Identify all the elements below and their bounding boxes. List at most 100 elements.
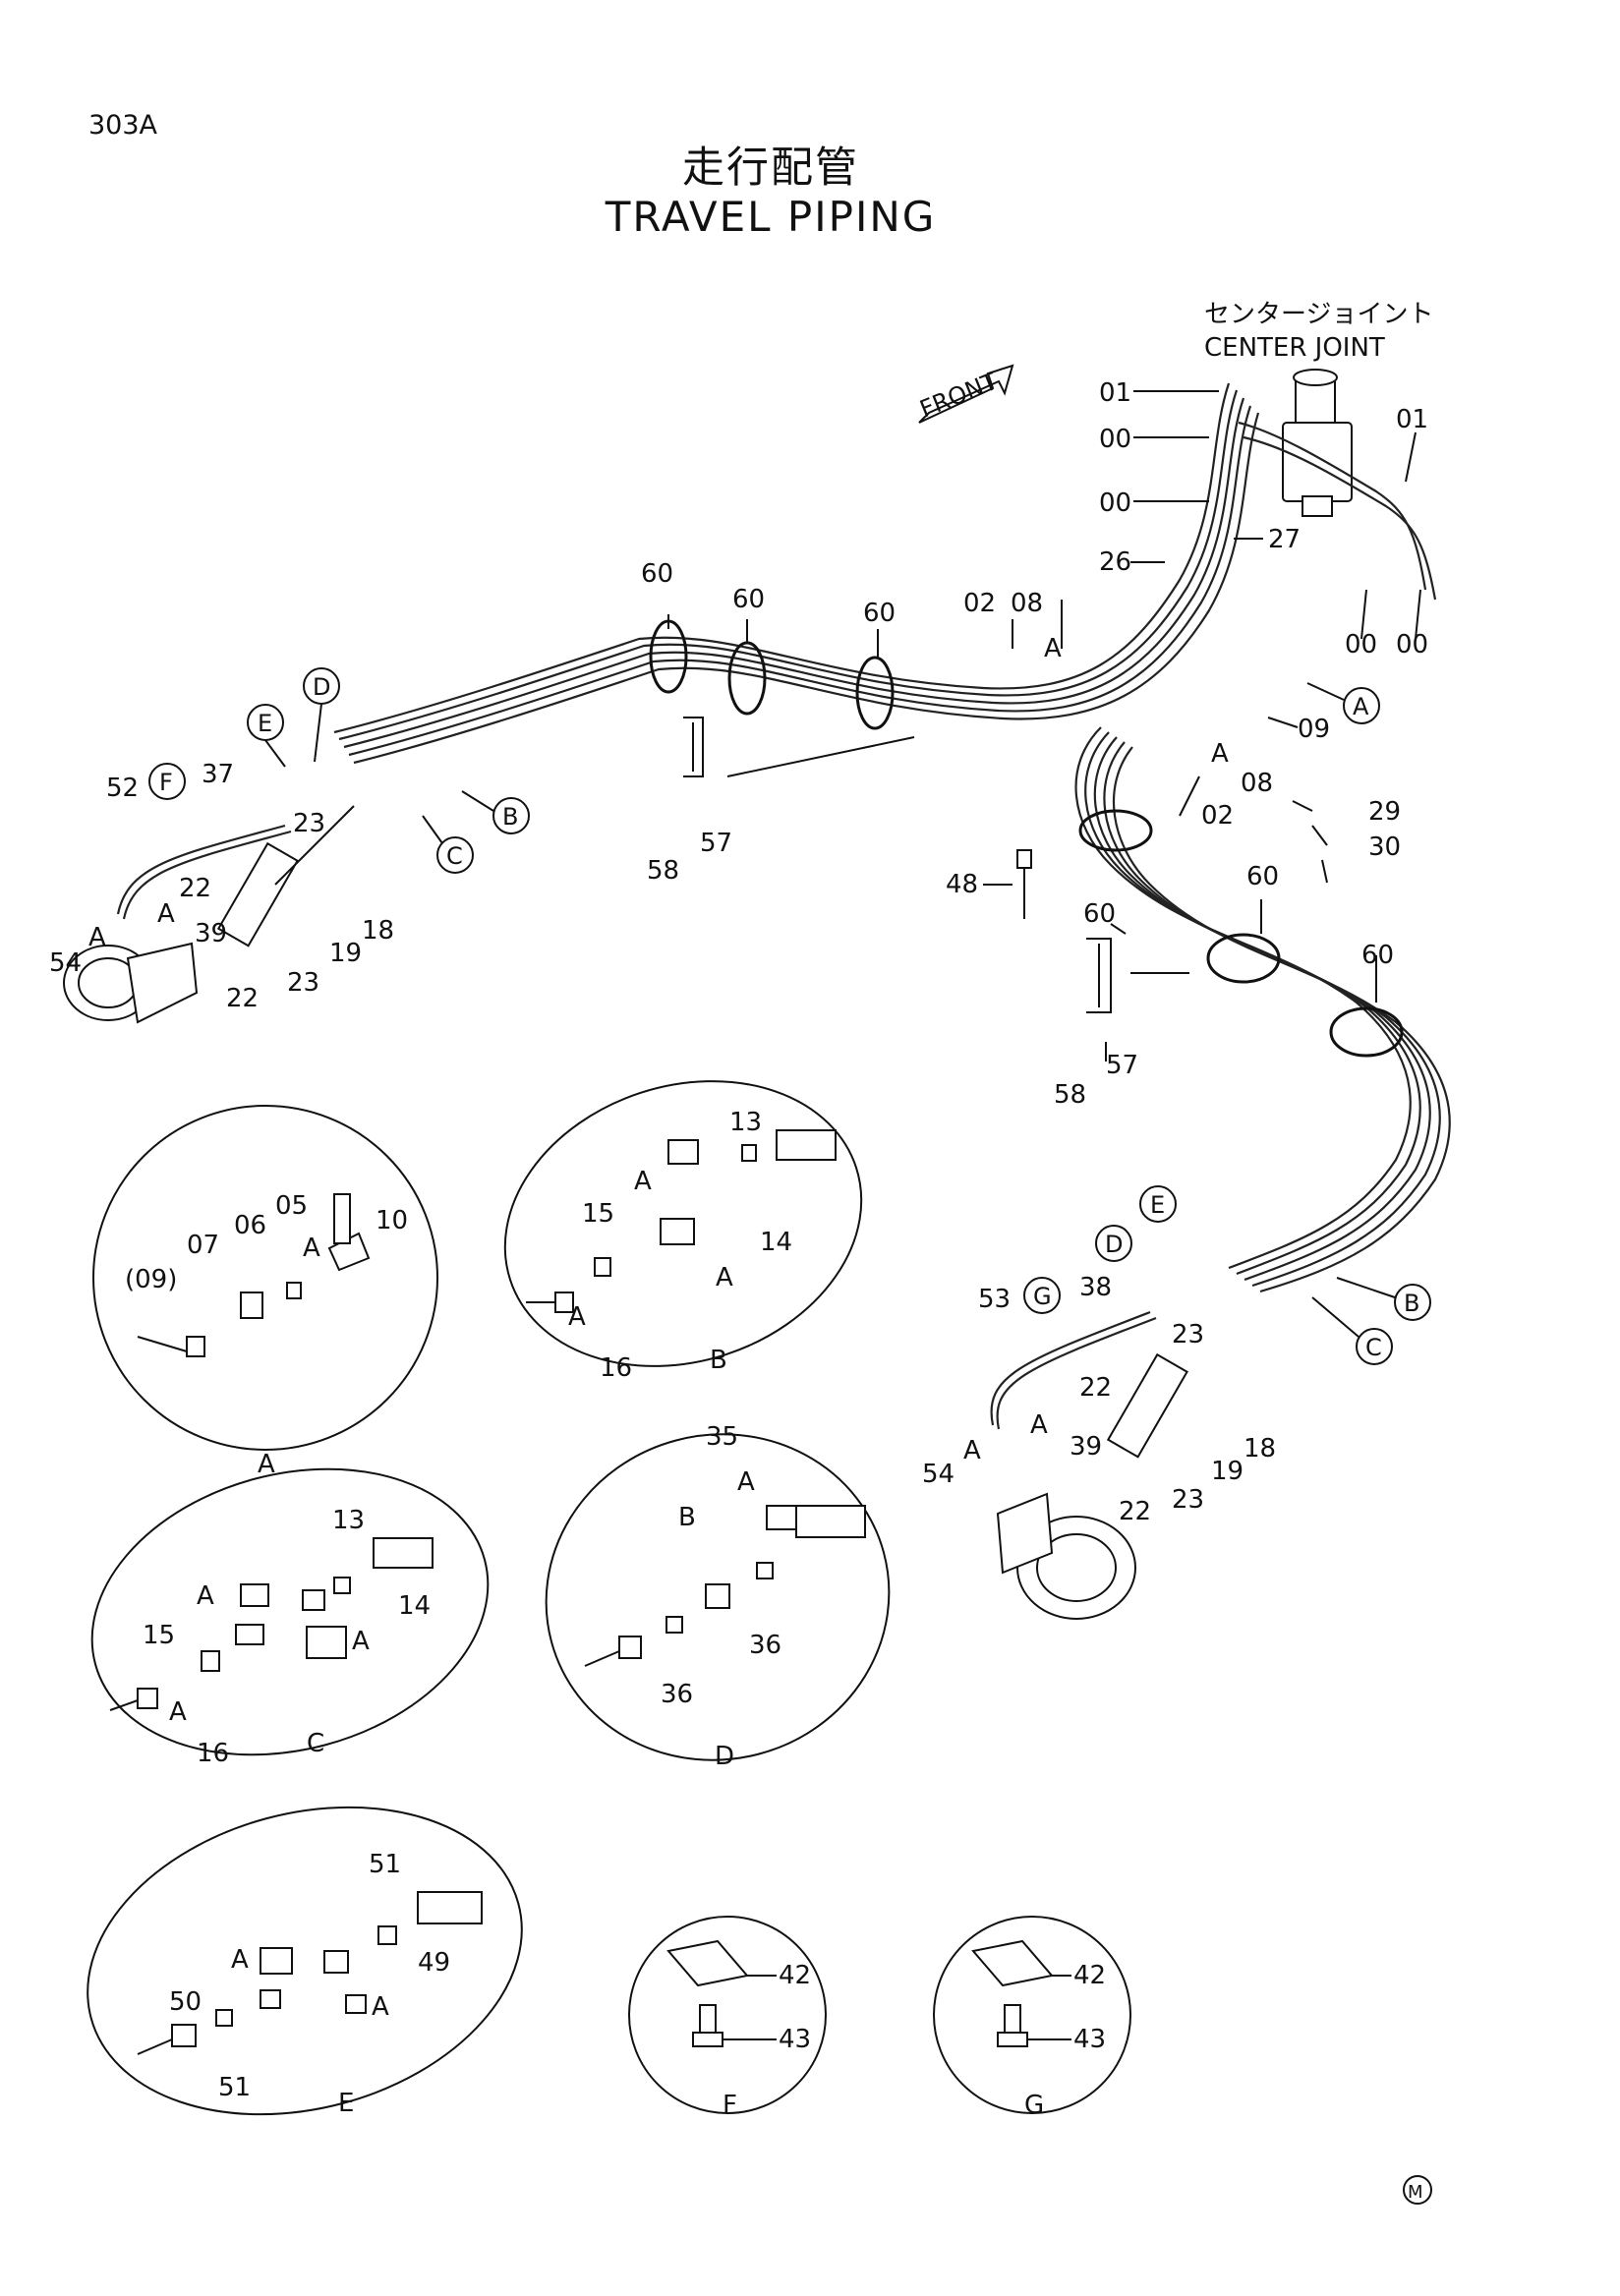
label-22-d: 22 <box>1119 1497 1151 1526</box>
detail-E-51-a: 51 <box>369 1850 401 1879</box>
callout-left-D: D <box>313 673 330 701</box>
detail-D-36-a: 36 <box>749 1631 781 1660</box>
detail-B-A3: A <box>568 1302 586 1332</box>
detail-A-05: 05 <box>275 1191 308 1221</box>
detail-D-A: A <box>737 1467 755 1497</box>
label-60-e: 60 <box>1246 862 1279 891</box>
label-19-a: 19 <box>329 939 362 968</box>
detail-A-06: 06 <box>234 1211 266 1240</box>
detail-A-09: (09) <box>125 1265 177 1294</box>
label-52: 52 <box>106 774 139 803</box>
corner-mark: M <box>1403 2175 1432 2205</box>
title-japanese: 走行配管 <box>682 144 859 193</box>
detail-A-name: A <box>258 1450 275 1479</box>
center-joint-jp: センタージョイント <box>1204 300 1433 329</box>
center-joint <box>1282 369 1353 517</box>
label-54-b: 54 <box>922 1460 955 1489</box>
detail-E-A2: A <box>372 1992 389 2022</box>
label-09: 09 <box>1298 715 1330 744</box>
label-02-b: 02 <box>1201 801 1234 831</box>
label-39-b: 39 <box>1070 1432 1102 1462</box>
detail-C-A2: A <box>352 1627 370 1656</box>
label-22-c: 22 <box>1079 1373 1112 1403</box>
detail-E-50: 50 <box>169 1987 202 2017</box>
center-joint-heading: センタージョイント CENTER JOINT <box>1204 300 1433 363</box>
label-01-a: 01 <box>1099 378 1131 408</box>
clamp-57-upper <box>683 717 704 777</box>
detail-B-name: B <box>710 1346 727 1375</box>
label-00-b: 00 <box>1099 488 1131 518</box>
detail-G: 42 43 G <box>933 1916 1131 2120</box>
label-23-a: 23 <box>293 809 325 838</box>
callout-left-B: B <box>502 803 518 831</box>
detail-B: 13 15 A 14 A A 16 B <box>503 1080 863 1383</box>
detail-E: 51 A 50 49 A 51 E <box>87 1806 523 2118</box>
detail-D-name: D <box>715 1742 734 1771</box>
label-08-b: 08 <box>1241 769 1273 798</box>
detail-B-A2: A <box>716 1263 733 1292</box>
label-58-a: 58 <box>647 856 679 886</box>
detail-G-name: G <box>1024 2091 1044 2120</box>
center-joint-en: CENTER JOINT <box>1204 333 1385 363</box>
detail-E-51-b: 51 <box>218 2073 251 2102</box>
callout-left-C: C <box>446 842 463 870</box>
detail-E-name: E <box>338 2089 354 2118</box>
detail-G-43: 43 <box>1073 2025 1106 2054</box>
label-30: 30 <box>1368 832 1401 862</box>
label-23-d: 23 <box>1172 1485 1204 1515</box>
detail-G-42: 42 <box>1073 1961 1106 1990</box>
title-english: TRAVEL PIPING <box>605 193 937 241</box>
callout-right-A: A <box>1353 693 1369 720</box>
label-08-a: 08 <box>1011 589 1043 618</box>
detail-B-16: 16 <box>600 1353 632 1383</box>
callout-right-D: D <box>1105 1231 1123 1258</box>
label-26: 26 <box>1099 547 1131 577</box>
detail-E-49: 49 <box>418 1948 450 1978</box>
corner-mark-letter: M <box>1408 2182 1423 2203</box>
callouts-right: E D G B C A <box>1023 682 1431 1365</box>
right-travel-motor <box>990 1310 1188 1620</box>
label-A-3: A <box>157 899 175 929</box>
detail-C-15: 15 <box>143 1621 175 1650</box>
label-18-a: 18 <box>362 916 394 946</box>
detail-C-13: 13 <box>332 1506 365 1535</box>
label-60-d: 60 <box>1083 899 1116 929</box>
detail-A-10: 10 <box>376 1206 408 1235</box>
detail-A: (09) 07 06 05 A 10 A <box>92 1105 438 1479</box>
detail-C-A1: A <box>197 1581 214 1611</box>
callout-right-E: E <box>1150 1191 1165 1219</box>
detail-D-36-b: 36 <box>661 1680 693 1709</box>
left-travel-motor <box>63 805 355 1024</box>
label-22-b: 22 <box>226 984 259 1013</box>
main-part-labels: 01 00 01 00 26 27 00 00 02 08 A 60 60 60… <box>49 378 1428 1526</box>
detail-D-B: B <box>678 1503 696 1532</box>
label-54-a: 54 <box>49 948 82 978</box>
bolt-48 <box>1016 849 1032 919</box>
callout-right-B: B <box>1404 1290 1419 1317</box>
callout-right-G: G <box>1033 1283 1052 1310</box>
detail-C-A3: A <box>169 1697 187 1727</box>
label-60-b: 60 <box>732 585 765 614</box>
detail-F: 42 43 F <box>628 1916 827 2120</box>
front-label: FRONT <box>916 368 1002 424</box>
front-arrow: FRONT <box>916 364 1014 424</box>
callouts-left: E D F B C <box>148 667 530 874</box>
label-A-4: A <box>88 923 106 952</box>
label-58-b: 58 <box>1054 1080 1086 1110</box>
main-leader-lines <box>667 390 1421 1062</box>
detail-C-14: 14 <box>398 1591 431 1621</box>
label-29: 29 <box>1368 797 1401 827</box>
detail-A-A: A <box>303 1234 320 1263</box>
callout-left-E: E <box>258 710 272 737</box>
hose-clamp-bands <box>649 619 1404 1058</box>
label-18-b: 18 <box>1244 1434 1276 1464</box>
detail-B-14: 14 <box>760 1228 792 1257</box>
label-60-a: 60 <box>641 559 673 589</box>
label-57-a: 57 <box>700 829 732 858</box>
label-60-c: 60 <box>863 599 896 628</box>
label-23-b: 23 <box>287 968 319 998</box>
label-48: 48 <box>946 870 978 899</box>
detail-B-13: 13 <box>729 1108 762 1137</box>
label-53: 53 <box>978 1285 1011 1314</box>
